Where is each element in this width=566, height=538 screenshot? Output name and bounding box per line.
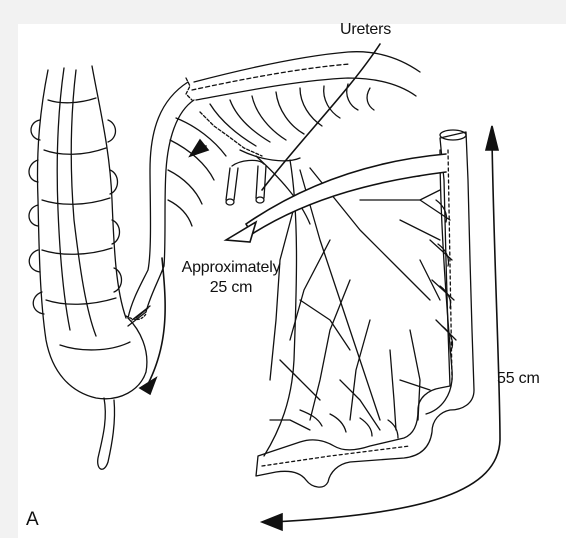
- distance-label-line2: 25 cm: [170, 279, 292, 297]
- ureters-label: Ureters: [340, 21, 391, 39]
- paper-background: [18, 24, 566, 538]
- length-label: 55 cm: [497, 370, 540, 388]
- distance-label-line1: Approximately: [170, 259, 292, 277]
- panel-letter: A: [26, 511, 38, 529]
